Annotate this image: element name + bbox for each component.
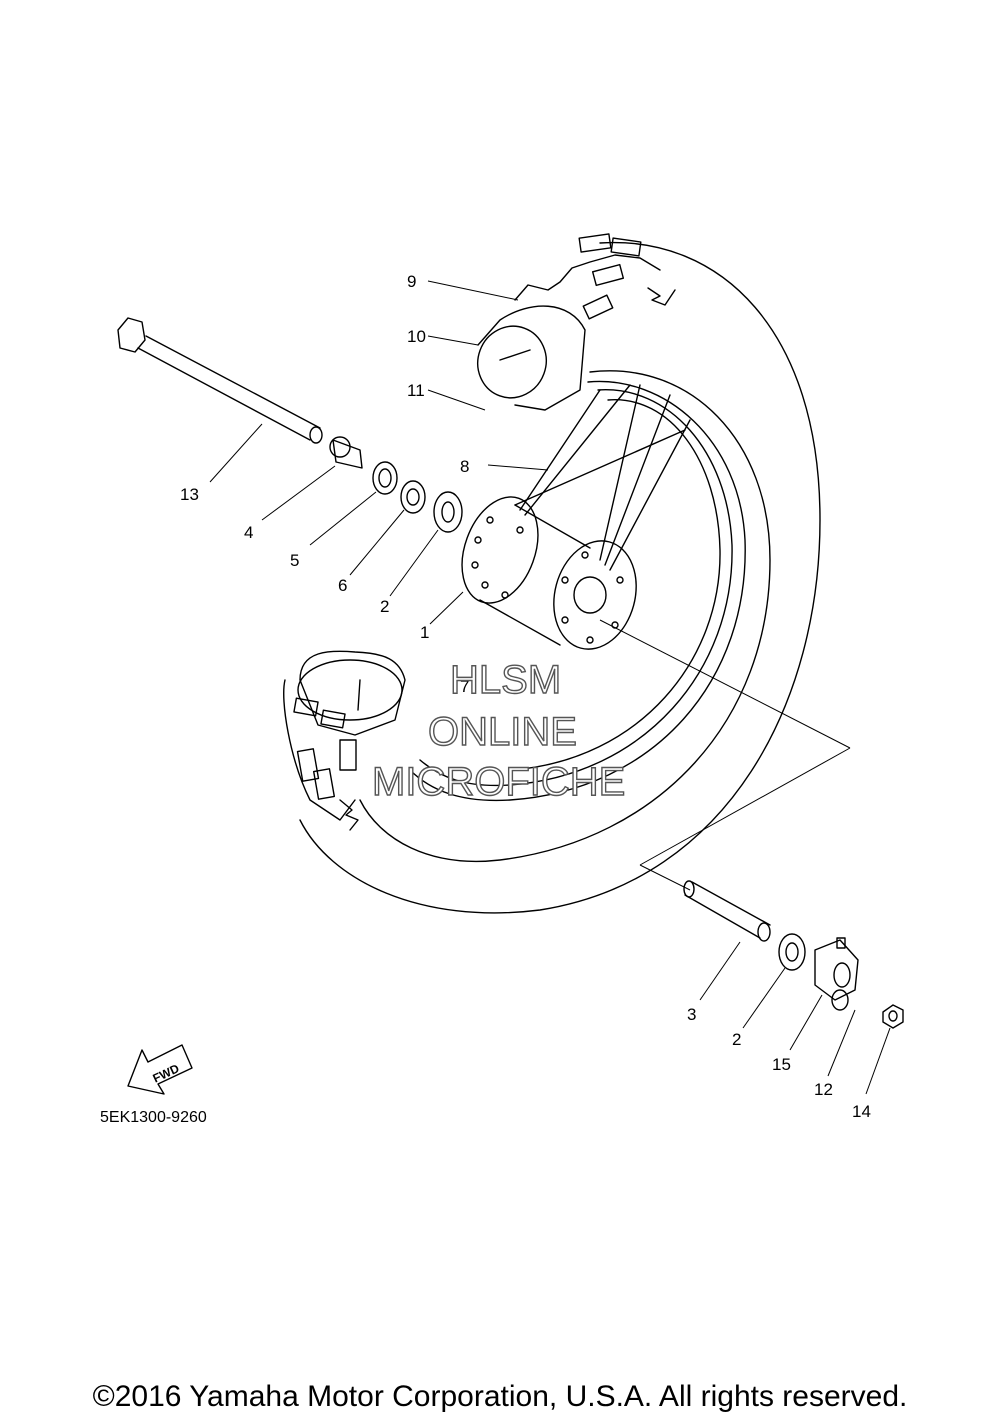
fwd-label: FWD: [151, 1061, 182, 1085]
tire-cross-section-top: [477, 305, 586, 411]
callout-11: 5: [290, 551, 299, 570]
watermark: HLSM ONLINE MICROFICHE: [371, 657, 626, 804]
spokes: [514, 384, 691, 571]
callout-15: 15: [772, 1055, 791, 1074]
callout-5: 7: [460, 677, 469, 696]
callout-6: 8: [460, 457, 469, 476]
leader-lines: [209, 280, 891, 1095]
callout-13: 13: [180, 485, 199, 504]
projection-lines: [599, 619, 851, 891]
right-side-assembly: [683, 880, 904, 1029]
watermark-line-1: HLSM: [450, 658, 561, 702]
fwd-arrow-icon: FWD: [127, 1044, 193, 1095]
watermark-line-3: MICROFICHE: [372, 760, 625, 804]
tire-cross-section-bottom: [297, 650, 406, 736]
callout-3: 3: [687, 1005, 696, 1024]
callout-8: 10: [407, 327, 426, 346]
callout-7: 9: [407, 272, 416, 291]
axle-assembly: [117, 317, 463, 533]
callout-12: 12: [814, 1080, 833, 1099]
callout-4: 6: [338, 576, 347, 595]
copyright-notice: ©2016 Yamaha Motor Corporation, U.S.A. A…: [92, 1380, 908, 1413]
tire: [283, 233, 821, 914]
callout-9: 11: [407, 381, 425, 400]
diagram-code: 5EK1300-9260: [100, 1109, 207, 1126]
watermark-line-2: ONLINE: [428, 710, 577, 754]
callout-14: 14: [852, 1102, 871, 1121]
callout-1: 1: [420, 623, 429, 642]
wheel-hub: [461, 496, 637, 650]
callout-10: 4: [244, 523, 253, 542]
callout-2-left: 2: [380, 597, 389, 616]
callout-2-right: 2: [732, 1030, 741, 1049]
callouts: 9 10 11 8 13 4 5 6 2 1 7 3 2 15 12 14: [180, 272, 871, 1121]
